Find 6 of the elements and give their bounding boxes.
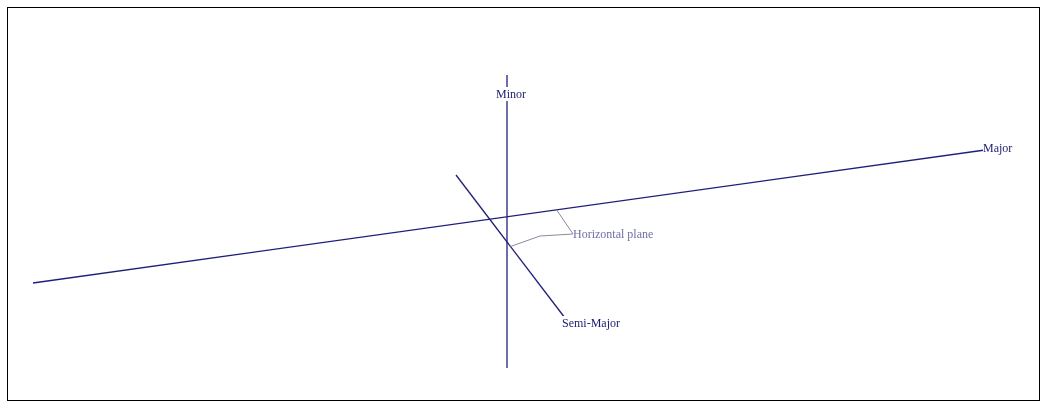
leader-line (510, 233, 574, 247)
axis-label: Minor (496, 87, 526, 101)
axis-label: Major (983, 141, 1013, 155)
leader-line (556, 209, 574, 235)
axis-label: Semi-Major (562, 316, 620, 330)
axis-line (455, 174, 566, 319)
